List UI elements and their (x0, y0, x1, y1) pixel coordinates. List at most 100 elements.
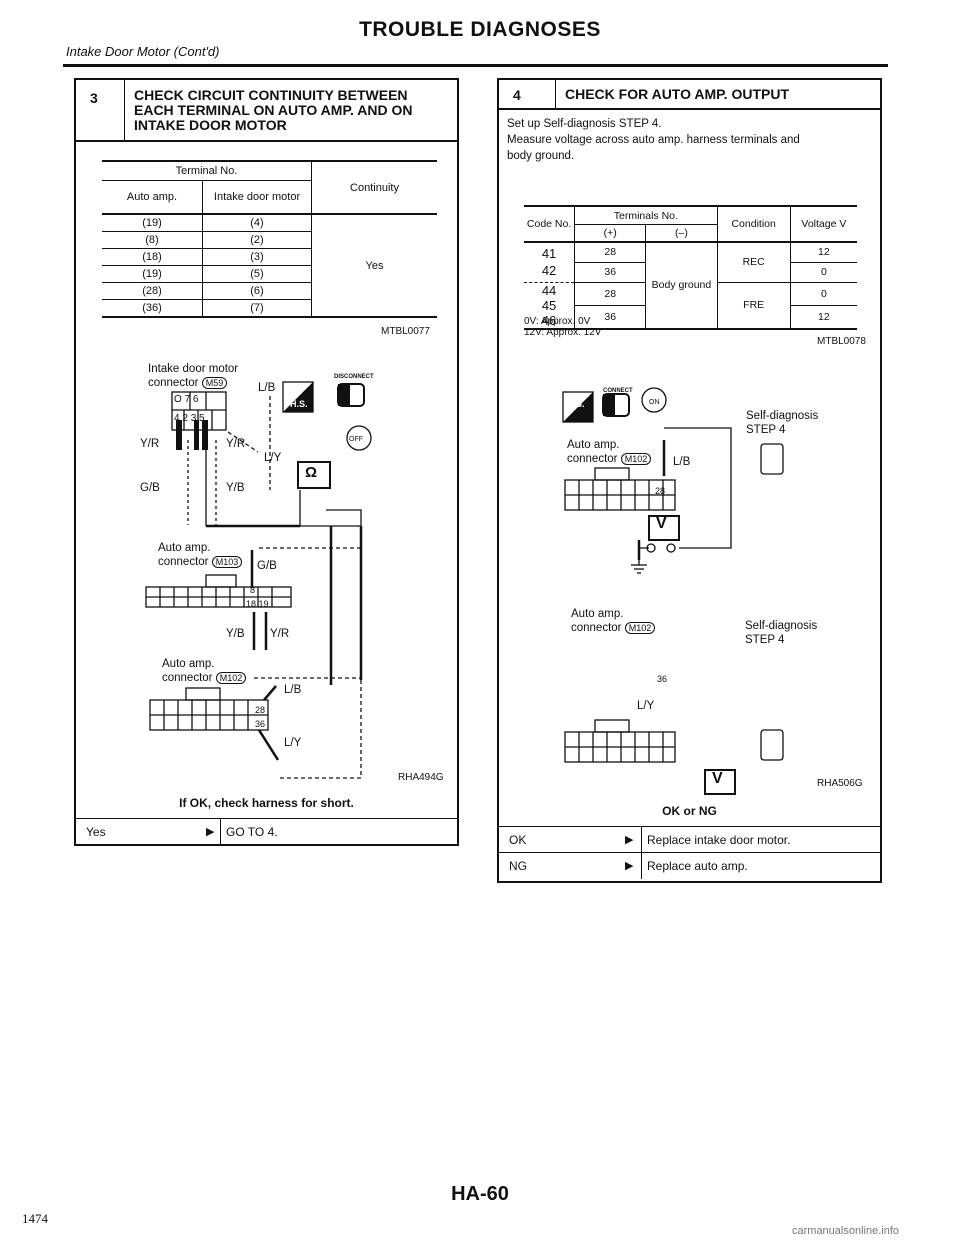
instruction-line: body ground. (507, 150, 575, 162)
table-cell: 36 (574, 305, 647, 329)
step-3-panel: 3 CHECK CIRCUIT CONTINUITY BETWEEN EACH … (74, 78, 459, 846)
wire-label: L/Y (637, 700, 655, 712)
on-key-icon: ON (649, 399, 660, 406)
pin-label: 8 (250, 585, 256, 595)
code-value: 46 (541, 312, 557, 328)
pin-label: 28 (255, 705, 266, 715)
amp2-label: Auto amp. (162, 658, 215, 670)
watermark: carmanualsonline.info (792, 1225, 900, 1237)
motor-conn-id: M59 (201, 377, 228, 389)
connect-icon: CONNECT (603, 388, 633, 394)
wire-label: Y/R (140, 438, 160, 450)
table-cell: (36) (102, 299, 203, 317)
amp2-conn-label: connector (162, 672, 213, 684)
step-title-line: INTAKE DOOR MOTOR (134, 117, 287, 133)
wire-label: Y/B (226, 628, 245, 640)
hs-icon: H.S. (567, 399, 585, 409)
result-action: Replace auto amp. (647, 859, 748, 873)
table-cell: 0 (790, 262, 857, 283)
voltmeter-icon: V (656, 515, 667, 532)
wire-label: L/B (284, 684, 302, 696)
disconnect-icon: DISCONNECT (334, 374, 374, 380)
wire-label: L/B (673, 456, 691, 468)
result-row-ok: OK ▶ Replace intake door motor. (499, 826, 880, 853)
arrow-icon: ▶ (206, 826, 215, 838)
pin-label: 36 (255, 719, 266, 729)
terminals-header: Terminals No. (574, 206, 718, 225)
pin-label: 36 (657, 674, 668, 684)
wire-label: L/B (258, 382, 276, 394)
pin-label: 2 (182, 413, 188, 424)
motor-label: Intake door motor (148, 363, 239, 375)
step-number: 4 (513, 87, 521, 103)
continuity-table: Terminal No. Continuity Auto amp. Intake… (102, 160, 437, 318)
pin-label: 18 (246, 599, 257, 609)
result-label: Yes (86, 825, 106, 839)
instruction-line: Set up Self-diagnosis STEP 4. (507, 118, 662, 130)
table-cell: (19) (102, 265, 203, 283)
motor-conn-label: connector (148, 377, 199, 389)
table-note: 12V: Approx. 12V (524, 327, 602, 338)
table-cell: (7) (202, 299, 312, 317)
arrow-icon: ▶ (625, 860, 634, 872)
table-cell: (18) (102, 248, 203, 266)
table-cell: (6) (202, 282, 312, 300)
step-title-line: CHECK CIRCUIT CONTINUITY BETWEEN (134, 87, 408, 103)
auto-amp-header: Auto amp. (102, 180, 203, 215)
selfdiag-step: STEP 4 (746, 424, 786, 436)
intake-motor-header: Intake door motor (202, 180, 312, 215)
result-label: OK (509, 833, 527, 847)
step-4-header: 4 CHECK FOR AUTO AMP. OUTPUT (499, 80, 880, 110)
pin-label: 4 (174, 413, 180, 424)
result-action: Replace intake door motor. (647, 833, 791, 847)
code-header: Code No. (524, 206, 576, 243)
wire-label: Y/R (270, 628, 290, 640)
plus-header: (+) (574, 224, 647, 243)
table-cell: 28 (574, 242, 647, 263)
wire-label: G/B (140, 482, 160, 494)
off-key-icon: OFF (349, 436, 363, 443)
condition-fre: FRE (717, 282, 791, 329)
result-label: NG (509, 859, 527, 873)
voltage-header: Voltage V (790, 206, 857, 243)
code-value: 41 (541, 246, 557, 262)
step-3-header: 3 CHECK CIRCUIT CONTINUITY BETWEEN EACH … (76, 80, 457, 142)
selfdiag-step: STEP 4 (745, 634, 785, 646)
code-value: 42 (541, 263, 557, 279)
pin-label: 6 (192, 394, 199, 405)
voltmeter-icon: V (712, 770, 723, 787)
header-rule (63, 64, 888, 67)
table-cell: (3) (202, 248, 312, 266)
pin-label: 3 (190, 413, 197, 424)
selfdiag-label: Self-diagnosis (746, 410, 819, 422)
code-value: 44 (541, 282, 557, 298)
result-caption: OK or NG (662, 804, 717, 818)
section-subtitle: Intake Door Motor (Cont'd) (66, 44, 220, 59)
table-cell: (19) (102, 214, 203, 232)
pin-label: 28 (655, 486, 666, 496)
page-number: HA-60 (451, 1183, 509, 1205)
result-action: GO TO 4. (226, 825, 278, 839)
condition-rec: REC (717, 242, 791, 283)
table-cell: 12 (790, 242, 857, 263)
selfdiag-label: Self-diagnosis (745, 620, 818, 632)
arrow-icon: ▶ (625, 834, 634, 846)
pin-label: 7 (184, 394, 191, 405)
table-code: MTBL0078 (817, 336, 866, 347)
wire-label: L/Y (264, 452, 282, 464)
page-title: TROUBLE DIAGNOSES (359, 18, 601, 41)
terminal-no-header: Terminal No. (102, 161, 312, 181)
table-cell: (28) (102, 282, 203, 300)
voltage-wiring-diagram (562, 387, 784, 795)
continuity-header: Continuity (350, 181, 399, 194)
amp2-conn-label: connector (571, 622, 622, 634)
table-cell: (2) (202, 231, 312, 249)
step-4-panel: 4 CHECK FOR AUTO AMP. OUTPUT Set up Self… (497, 78, 882, 883)
result-row-ng: NG ▶ Replace auto amp. (499, 852, 880, 879)
pin-label: 5 (199, 413, 205, 424)
table-cell: 28 (574, 282, 647, 306)
ohmmeter-icon: Ω (305, 464, 318, 481)
table-cell: (4) (202, 214, 312, 232)
wire-label: Y/B (226, 482, 245, 494)
diagram-code: RHA506G (817, 778, 863, 789)
